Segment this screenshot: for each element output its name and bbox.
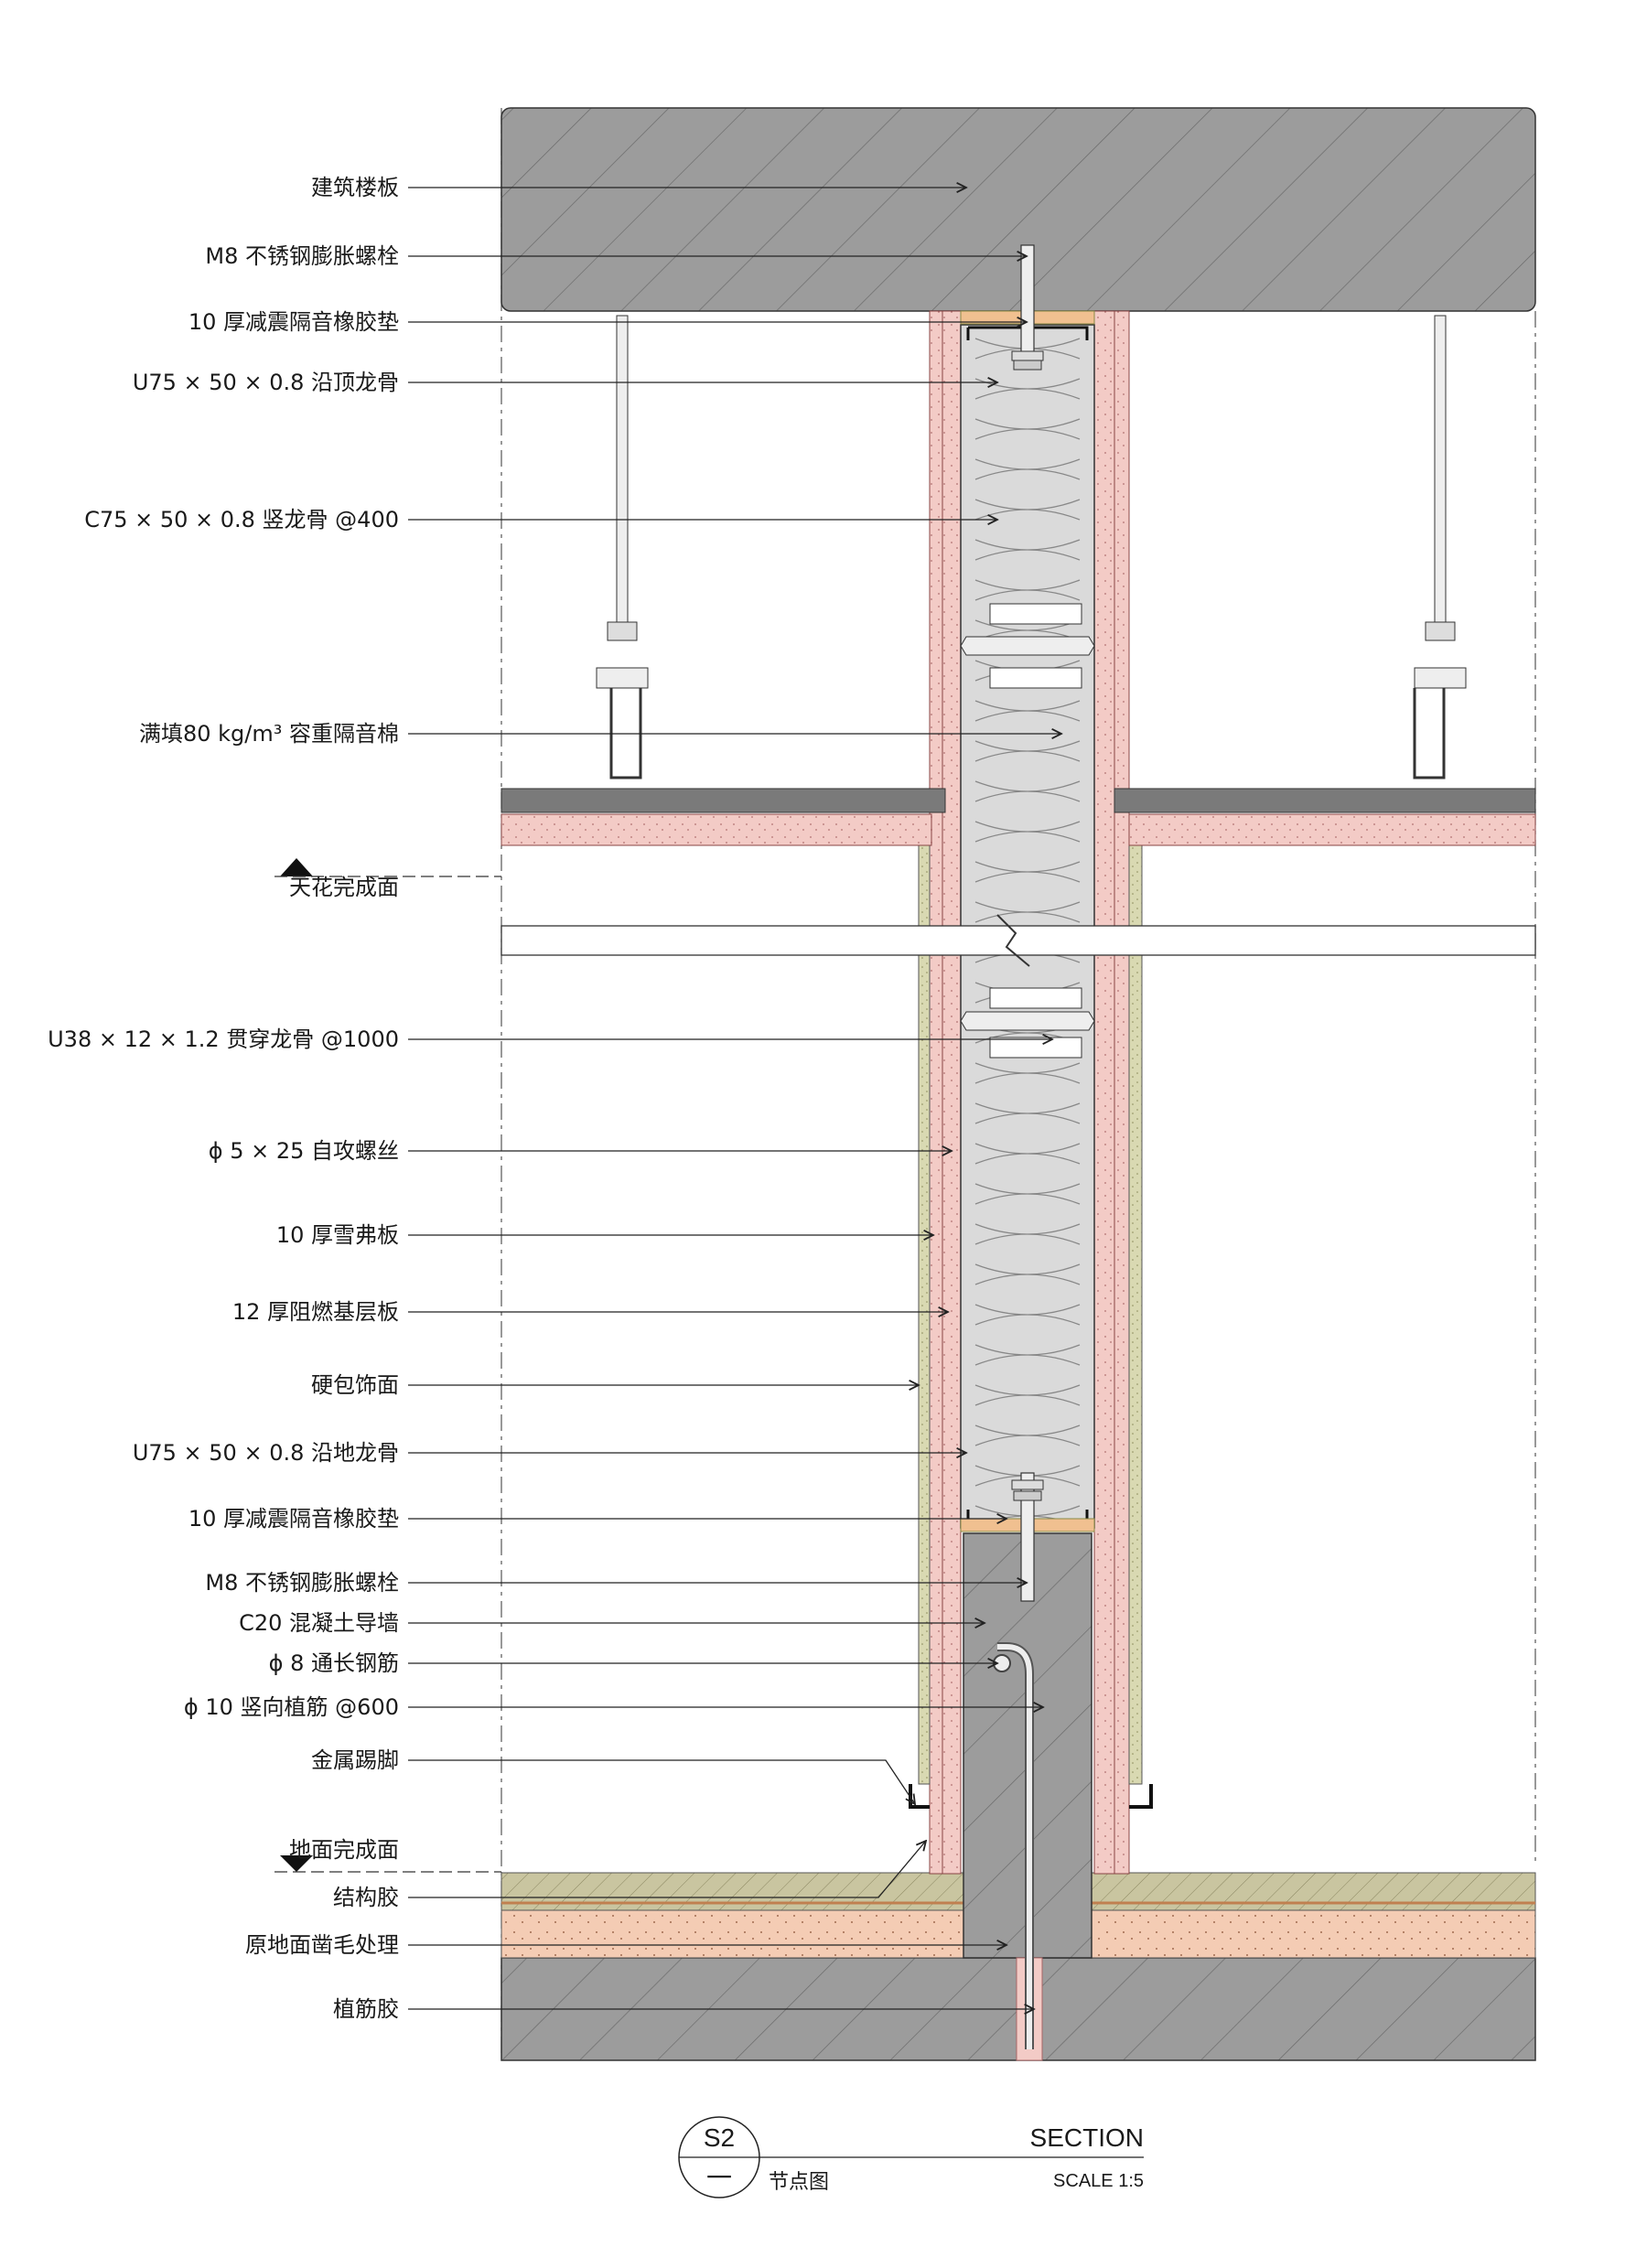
label-self-tap-screw: ϕ 5 × 25 自攻螺丝 <box>209 1138 399 1164</box>
break-symbol <box>996 914 1030 967</box>
label-u38-channel: U38 × 12 × 1.2 贯穿龙骨 @1000 <box>48 1027 399 1052</box>
metal-skirting-left <box>909 1784 930 1809</box>
break-band <box>500 925 1536 956</box>
screed-layer-left <box>500 1909 964 1959</box>
u38-channel-lower <box>960 987 1095 1059</box>
label-roughened-floor: 原地面凿毛处理 <box>245 1932 399 1958</box>
label-calcium-board: 10 厚雪弗板 <box>276 1222 399 1248</box>
label-m8-bolt-bottom: M8 不锈钢膨胀螺栓 <box>205 1570 399 1596</box>
ceiling-board-left <box>500 788 946 813</box>
label-rebar-10: ϕ 10 竖向植筋 @600 <box>184 1694 399 1720</box>
finish-board-left <box>918 841 931 1785</box>
base-board-right <box>1093 310 1115 1875</box>
label-anchor-glue: 植筋胶 <box>333 1996 399 2022</box>
label-hard-cladding: 硬包饰面 <box>311 1372 399 1398</box>
drawing-number: S2 <box>704 2123 735 2152</box>
ceiling-hanger-right <box>1413 315 1467 779</box>
label-metal-skirting: 金属踢脚 <box>311 1747 399 1773</box>
label-u75-floor-track: U75 × 50 × 0.8 沿地龙骨 <box>133 1440 399 1466</box>
anchor-bolt-bottom <box>1011 1472 1044 1602</box>
label-rebar-8: ϕ 8 通长钢筋 <box>269 1650 399 1676</box>
label-u75-top-track: U75 × 50 × 0.8 沿顶龙骨 <box>133 370 399 395</box>
label-ceiling-finish: 天花完成面 <box>289 875 399 900</box>
drawing-name-en: SECTION <box>1030 2123 1144 2152</box>
label-c75-stud: C75 × 50 × 0.8 竖龙骨 @400 <box>84 507 399 532</box>
label-insulation: 满填80 kg/m³ 容重隔音棉 <box>139 721 399 747</box>
metal-skirting-right <box>1129 1784 1153 1809</box>
label-rubber-pad-bottom: 10 厚减震隔音橡胶垫 <box>188 1506 399 1532</box>
ceiling-finish-marker <box>274 858 501 877</box>
u38-channel-upper <box>960 603 1095 689</box>
finish-board-right <box>1128 841 1143 1785</box>
ceiling-board-right <box>1114 788 1536 813</box>
base-board-left-outer <box>929 310 943 1875</box>
base-board-left <box>942 310 962 1875</box>
label-m8-bolt-top: M8 不锈钢膨胀螺栓 <box>205 243 399 269</box>
label-rubber-pad-top: 10 厚减震隔音橡胶垫 <box>188 309 399 335</box>
floor-slab <box>500 107 1536 312</box>
ceiling-base-left <box>500 813 932 846</box>
label-floor-slab: 建筑楼板 <box>311 175 399 200</box>
ceiling-hanger-left <box>596 315 649 779</box>
glue-layer-right <box>1091 1872 1536 1911</box>
label-structural-glue-leader <box>408 1841 926 1898</box>
label-structural-glue: 结构胶 <box>333 1885 399 1910</box>
ceiling-base-right <box>1128 813 1536 846</box>
floor-finish-marker <box>274 1855 501 1873</box>
screed-layer-right <box>1091 1909 1536 1959</box>
top-track <box>966 326 1089 340</box>
label-metal-skirting-leader <box>408 1759 915 1804</box>
title-block: S2 一 节点图 SECTION SCALE 1:5 <box>678 2116 1144 2198</box>
sheet-number: 一 <box>706 2164 732 2192</box>
drawing-scale: SCALE 1:5 <box>1053 2171 1144 2191</box>
drawing-name-cn: 节点图 <box>769 2171 829 2194</box>
label-floor-finish: 地面完成面 <box>289 1837 399 1863</box>
label-c20-curb: C20 混凝土导墙 <box>239 1610 399 1636</box>
base-board-right-outer <box>1114 310 1130 1875</box>
label-fire-base-board: 12 厚阻燃基层板 <box>232 1299 399 1325</box>
